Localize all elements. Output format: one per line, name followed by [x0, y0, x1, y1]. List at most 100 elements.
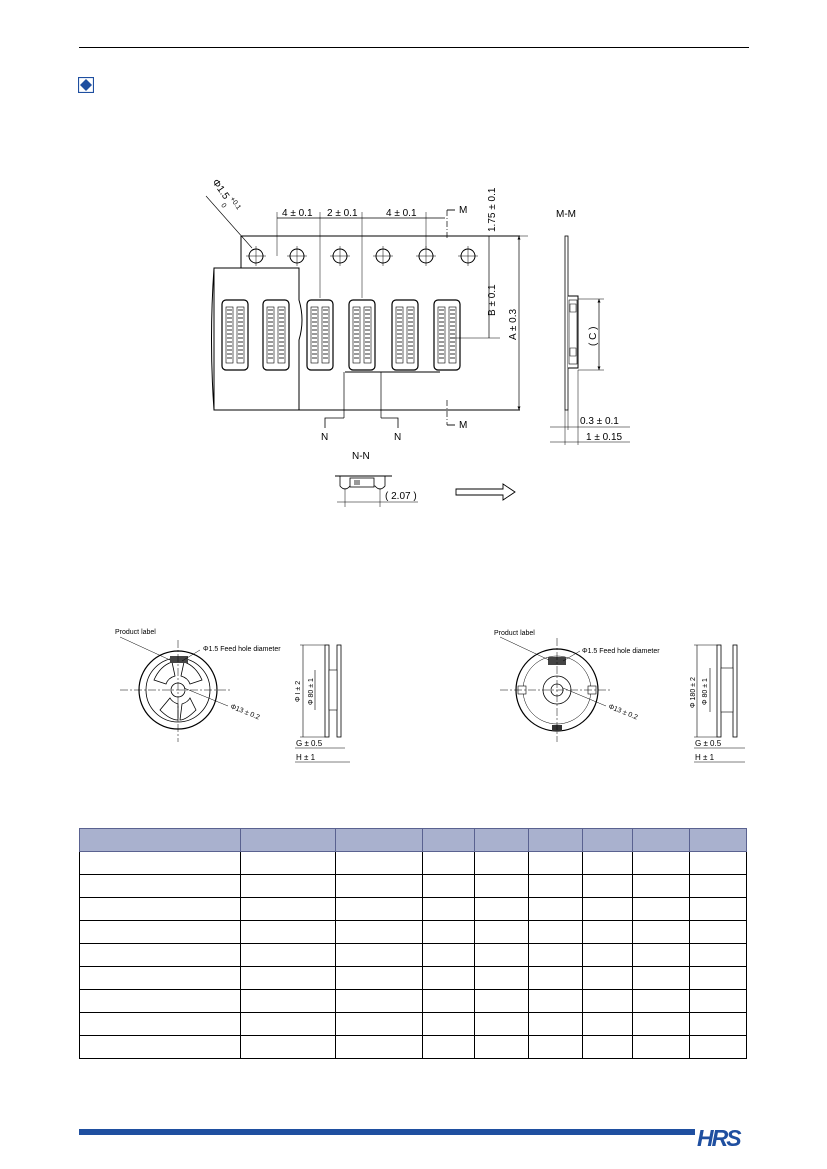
footer-bar: [79, 1129, 695, 1135]
feed-hole-text-right: Φ1.5 Feed hole diameter: [582, 648, 660, 655]
table-cell: [582, 1035, 633, 1059]
table-cell: [335, 897, 423, 921]
table-cell: [632, 920, 690, 944]
table-cell: [528, 920, 583, 944]
table-cell: [422, 851, 475, 875]
table-cell: [240, 1035, 336, 1059]
table-cell: [632, 1012, 690, 1036]
connector-pocket: [306, 299, 334, 371]
table-cell: [582, 920, 633, 944]
table-row: [79, 989, 747, 1013]
table-cell: [240, 897, 336, 921]
table-cell: [240, 874, 336, 898]
table-header-cell: [582, 828, 633, 852]
table-cell: [689, 943, 747, 967]
table-cell: [474, 897, 529, 921]
table-cell: [474, 989, 529, 1013]
table-cell: [582, 1012, 633, 1036]
section-m-top: M: [459, 205, 467, 216]
pitch-dim-2: 2 ± 0.1: [327, 208, 358, 219]
table-header-cell: [632, 828, 690, 852]
pitch-dim-3: 4 ± 0.1: [386, 208, 417, 219]
table-cell: [240, 1012, 336, 1036]
hole-diameter-label: Φ1.5: [210, 177, 232, 202]
table-cell: [240, 943, 336, 967]
table-cell: [528, 874, 583, 898]
section-nn-title: N-N: [352, 451, 370, 462]
hub-diameter-left: Φ13 ± 0.2: [229, 703, 260, 721]
dim-b-label: B ± 0.1: [487, 284, 498, 316]
connector-pocket: [221, 299, 249, 371]
table-cell: [582, 874, 633, 898]
section-mm-title: M-M: [556, 209, 576, 220]
pitch-dim-1: 4 ± 0.1: [282, 208, 313, 219]
table-cell: [335, 966, 423, 990]
thickness-1-label: 0.3 ± 0.1: [580, 416, 619, 427]
table-cell: [689, 920, 747, 944]
table-cell: [422, 989, 475, 1013]
hole-tol-plus: +0.1: [228, 196, 242, 211]
table-cell: [582, 966, 633, 990]
tape-plan-view: 4 ± 0.1 2 ± 0.1 4 ± 0.1 Φ1.5 +0.1 0 M M …: [205, 177, 528, 443]
table-cell: [422, 874, 475, 898]
table-cell: [474, 1012, 529, 1036]
table-cell: [528, 943, 583, 967]
connector-pocket: [348, 299, 376, 371]
table-header-cell: [422, 828, 475, 852]
logo-text: HRS: [697, 1125, 742, 1150]
table-cell: [582, 943, 633, 967]
table-cell: [422, 1035, 475, 1059]
product-label-text-right: Product label: [494, 630, 535, 637]
section-n-right: N: [394, 432, 401, 443]
table-cell: [582, 897, 633, 921]
connector-pocket: [262, 299, 290, 371]
table-cell: [79, 1012, 241, 1036]
table-cell: [79, 966, 241, 990]
dim-g-left: G ± 0.5: [296, 739, 323, 748]
table-cell: [422, 1012, 475, 1036]
table-header-cell: [79, 828, 241, 852]
table-cell: [528, 1012, 583, 1036]
table-cell: [240, 966, 336, 990]
table-cell: [528, 897, 583, 921]
table-cell: [335, 1012, 423, 1036]
table-header-cell: [474, 828, 529, 852]
dim-g-right: G ± 0.5: [695, 739, 722, 748]
table-cell: [422, 897, 475, 921]
diamond-icon: [78, 77, 94, 93]
table-cell: [79, 1035, 241, 1059]
table-cell: [79, 897, 241, 921]
table-header-row: [79, 828, 747, 852]
table-cell: [79, 989, 241, 1013]
table-row: [79, 966, 747, 990]
table-cell: [528, 851, 583, 875]
table-cell: [632, 1035, 690, 1059]
feed-direction-arrow: [455, 483, 516, 501]
table-cell: [528, 1035, 583, 1059]
table-cell: [582, 989, 633, 1013]
section-m-bottom: M: [459, 420, 467, 431]
connector-pocket: [433, 299, 461, 371]
section-m-m: M-M ( C ) 0.3 ± 0.1 1 ± 0.15: [550, 209, 630, 445]
table-cell: [632, 851, 690, 875]
section-n-left: N: [321, 432, 328, 443]
table-cell: [632, 874, 690, 898]
reel-left: Product label Φ1.5 Feed hole diameter Φ1…: [115, 629, 350, 763]
table-header-cell: [689, 828, 747, 852]
dim-c-label: ( C ): [588, 327, 599, 346]
table-cell: [474, 1035, 529, 1059]
table-cell: [582, 851, 633, 875]
section-n-n: N-N ( 2.07 ): [335, 451, 418, 507]
top-rule: [79, 47, 749, 48]
inner-diameter-right: Φ 80 ± 1: [702, 678, 709, 705]
connector-pocket: [391, 299, 419, 371]
table-cell: [422, 966, 475, 990]
table-cell: [632, 943, 690, 967]
table-row: [79, 1012, 747, 1036]
feed-hole-text-left: Φ1.5 Feed hole diameter: [203, 646, 281, 653]
dim-h-right: H ± 1: [695, 753, 715, 762]
table-cell: [689, 989, 747, 1013]
dim-a-label: A ± 0.3: [508, 308, 519, 340]
thickness-2-label: 1 ± 0.15: [586, 432, 623, 443]
table-cell: [689, 966, 747, 990]
